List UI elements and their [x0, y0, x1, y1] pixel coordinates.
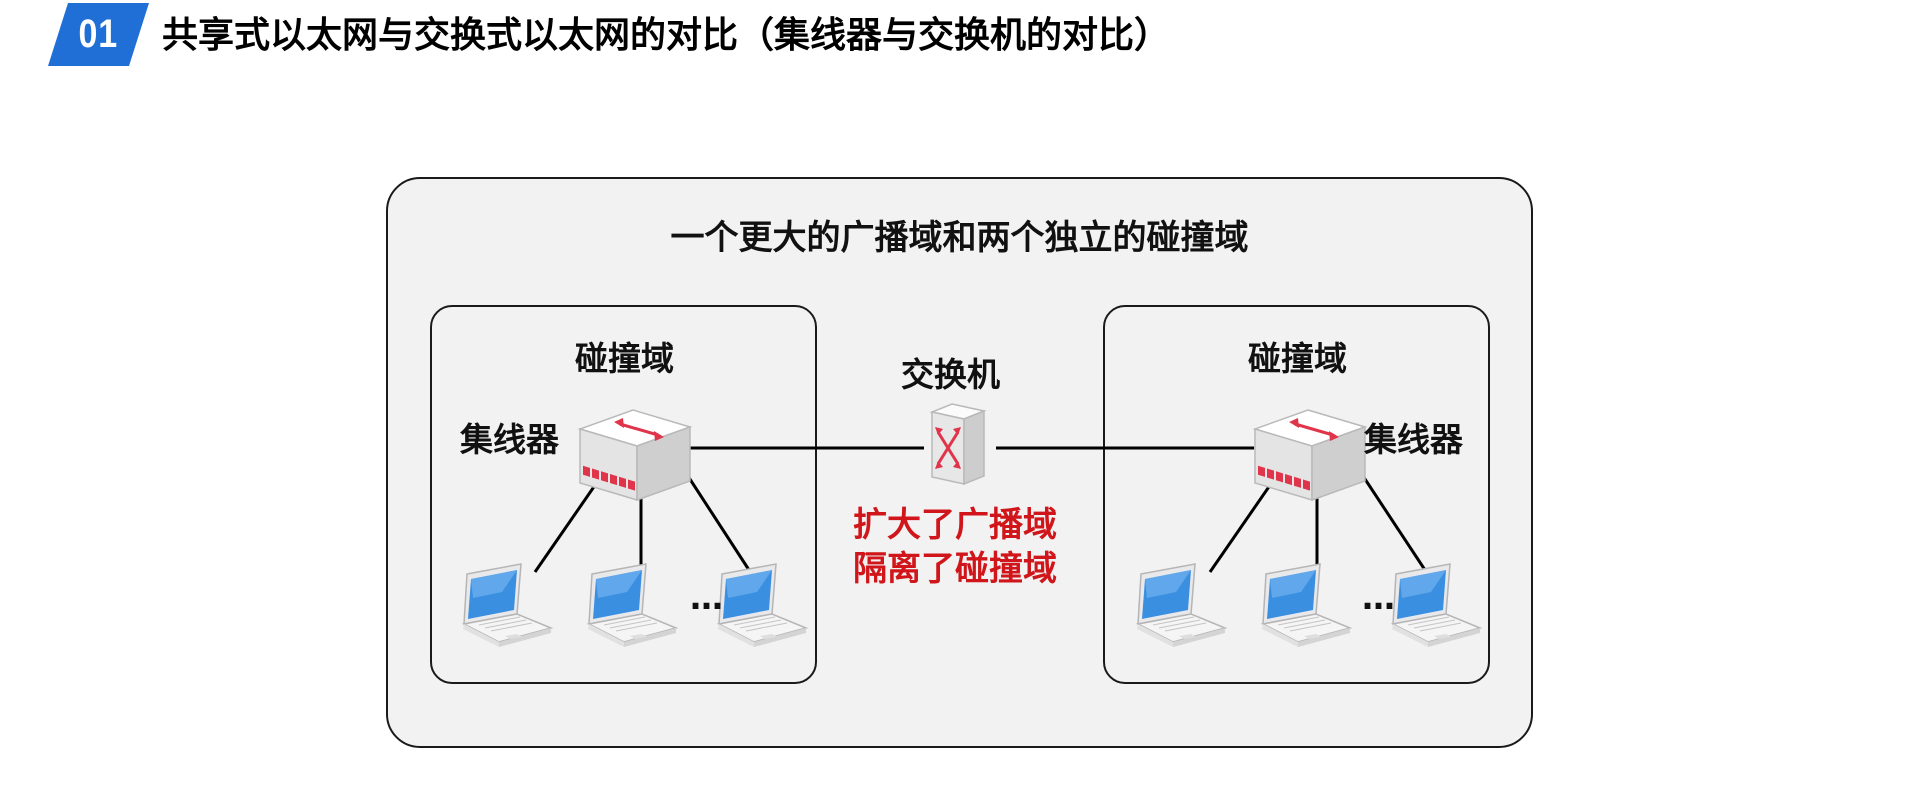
laptop-icon [462, 563, 552, 648]
switch-icon [929, 403, 987, 486]
slide-title: 共享式以太网与交换式以太网的对比（集线器与交换机的对比） [162, 15, 1171, 56]
collision-domain-label-right: 碰撞域 [1248, 339, 1347, 378]
collision-domain-left [430, 305, 817, 684]
switch-label: 交换机 [901, 355, 1000, 394]
diagram-heading: 一个更大的广播域和两个独立的碰撞域 [670, 218, 1249, 258]
hub-icon [578, 408, 692, 502]
laptop-icon [717, 563, 807, 648]
slide-header: 01 共享式以太网与交换式以太网的对比（集线器与交换机的对比） [0, 0, 1910, 90]
hub-icon [1253, 408, 1367, 502]
section-badge: 01 [48, 3, 149, 66]
hub-links-right [1208, 469, 1427, 573]
collision-domain-right [1103, 305, 1490, 684]
ellipsis-right: … [1362, 578, 1395, 617]
collision-domain-label-left: 碰撞域 [575, 339, 674, 378]
hub-label-right: 集线器 [1364, 420, 1463, 459]
laptop-icon [587, 563, 677, 648]
laptop-icon [1391, 563, 1481, 648]
section-number: 01 [78, 12, 119, 56]
hub-links-left [533, 469, 751, 573]
switch-note-broadcast: 扩大了广播域 [853, 505, 1057, 545]
switch-note-collision: 隔离了碰撞域 [853, 549, 1057, 589]
laptop-icon [1136, 563, 1226, 648]
hub-label-left: 集线器 [460, 420, 559, 459]
ellipsis-left: … [690, 578, 723, 617]
laptop-icon [1261, 563, 1351, 648]
